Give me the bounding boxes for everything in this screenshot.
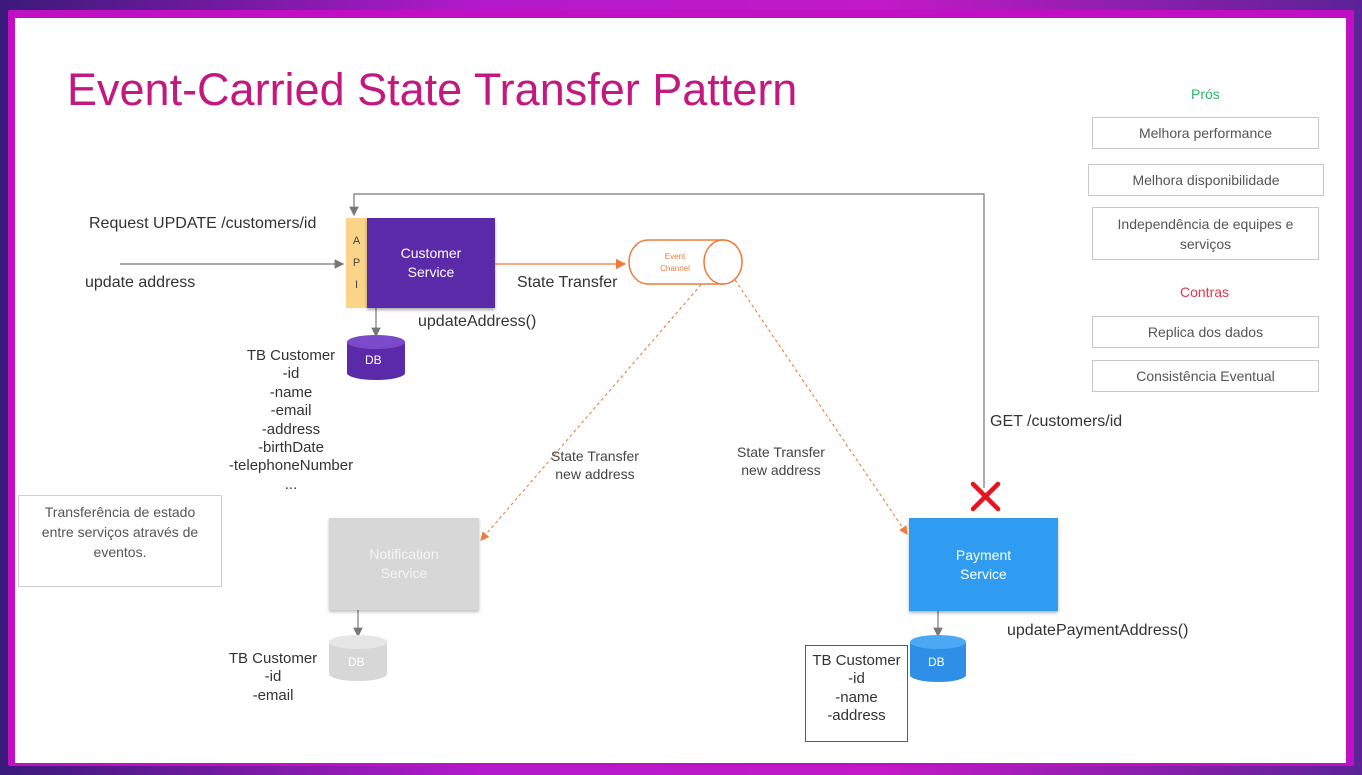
- note-line3: eventos.: [93, 544, 147, 560]
- event-channel-line1: Event: [664, 252, 686, 261]
- notification-table-line: TB Customer: [228, 650, 318, 667]
- customer-table-line: -email: [270, 402, 312, 420]
- notification-transfer-line2: new address: [555, 466, 635, 482]
- cons-item: Replica dos dados: [1092, 316, 1319, 348]
- payment-table-line: TB Customer: [812, 652, 901, 669]
- notification-table-fields: TB Customer -id -email: [221, 650, 325, 705]
- customer-table-fields: TB Customer -id -name -email -address -b…: [215, 347, 367, 494]
- payment-service-name-2: Service: [960, 565, 1007, 582]
- slide: Event-Carried State Transfer Pattern Req…: [15, 18, 1346, 763]
- pros-item: Melhora performance: [1092, 117, 1319, 149]
- payment-service-box: Payment Service: [909, 518, 1058, 611]
- notification-transfer-label: State Transfer new address: [551, 447, 639, 483]
- customer-table-line: -id: [282, 365, 300, 383]
- notification-db-cylinder: [329, 635, 387, 681]
- notification-db-label: DB: [348, 655, 365, 669]
- customer-db-label: DB: [365, 353, 382, 367]
- payment-service-name-1: Payment: [955, 546, 1012, 563]
- event-channel-label: Event Channel: [639, 251, 711, 275]
- customer-table-line: -address: [261, 420, 321, 438]
- pros-item: Melhora disponibilidade: [1088, 164, 1324, 196]
- notification-table-line: -id: [264, 668, 282, 686]
- customer-table-line: -birthDate: [258, 439, 324, 457]
- customer-service-name-2: Service: [407, 264, 455, 280]
- customer-service-box: Customer Service: [367, 218, 495, 308]
- customer-table-line: -telephoneNumber: [228, 457, 354, 475]
- api-letter-p: P: [352, 257, 361, 269]
- pros-title: Prós: [1191, 86, 1220, 102]
- event-channel-cylinder: [628, 239, 743, 285]
- payment-table-line: -id: [848, 670, 865, 688]
- state-transfer-label: State Transfer: [517, 274, 618, 291]
- notification-service-name-2: Service: [380, 565, 428, 581]
- payment-transfer-line2: new address: [741, 462, 821, 478]
- customer-db-cylinder: [347, 335, 405, 380]
- get-customers-label: GET /customers/id: [990, 413, 1123, 430]
- notification-table-line: -email: [252, 686, 294, 704]
- cross-mark: [970, 481, 1001, 512]
- update-address-label: update address: [85, 274, 196, 291]
- notification-service-name-1: Notification: [369, 546, 439, 562]
- api-strip: A P I: [346, 218, 367, 308]
- note-line1: Transferência de estado: [44, 504, 196, 520]
- payment-table-line: -address: [827, 707, 886, 725]
- payment-table-box: [805, 645, 908, 742]
- payment-table-line: -name: [835, 688, 878, 706]
- cons-item: Consistência Eventual: [1092, 360, 1319, 392]
- update-address-method: updateAddress(): [418, 313, 537, 330]
- api-letter-i: I: [354, 279, 359, 291]
- payment-transfer-label: State Transfer new address: [737, 443, 825, 479]
- pros-item: Independência de equipes e serviços: [1092, 207, 1319, 260]
- description-note: Transferência de estado entre serviços a…: [18, 495, 222, 587]
- customer-table-line: TB Customer: [246, 347, 336, 364]
- notification-service-box: Notification Service: [329, 518, 479, 610]
- channel-to-payment-arrow: [734, 279, 908, 535]
- payment-transfer-line1: State Transfer: [737, 444, 825, 460]
- note-line2: entre serviços através de: [41, 524, 199, 540]
- cons-title: Contras: [1180, 284, 1230, 300]
- event-channel-line2: Channel: [660, 264, 690, 273]
- payment-db-cylinder: [910, 635, 966, 682]
- customer-service-name-1: Customer: [400, 245, 462, 261]
- notification-transfer-line1: State Transfer: [551, 448, 639, 464]
- customer-table-line: -name: [269, 383, 313, 401]
- customer-table-line: ...: [284, 475, 298, 493]
- diagram-connectors: [120, 193, 1001, 682]
- payment-table-fields: TB Customer -id -name -address: [805, 652, 908, 726]
- update-payment-address-method: updatePaymentAddress(): [1007, 622, 1189, 639]
- get-request-line: [349, 193, 985, 488]
- slide-title: Event-Carried State Transfer Pattern: [67, 64, 798, 115]
- payment-db-label: DB: [928, 655, 945, 669]
- request-update-label: Request UPDATE /customers/id: [89, 215, 317, 232]
- api-letter-a: A: [352, 235, 361, 247]
